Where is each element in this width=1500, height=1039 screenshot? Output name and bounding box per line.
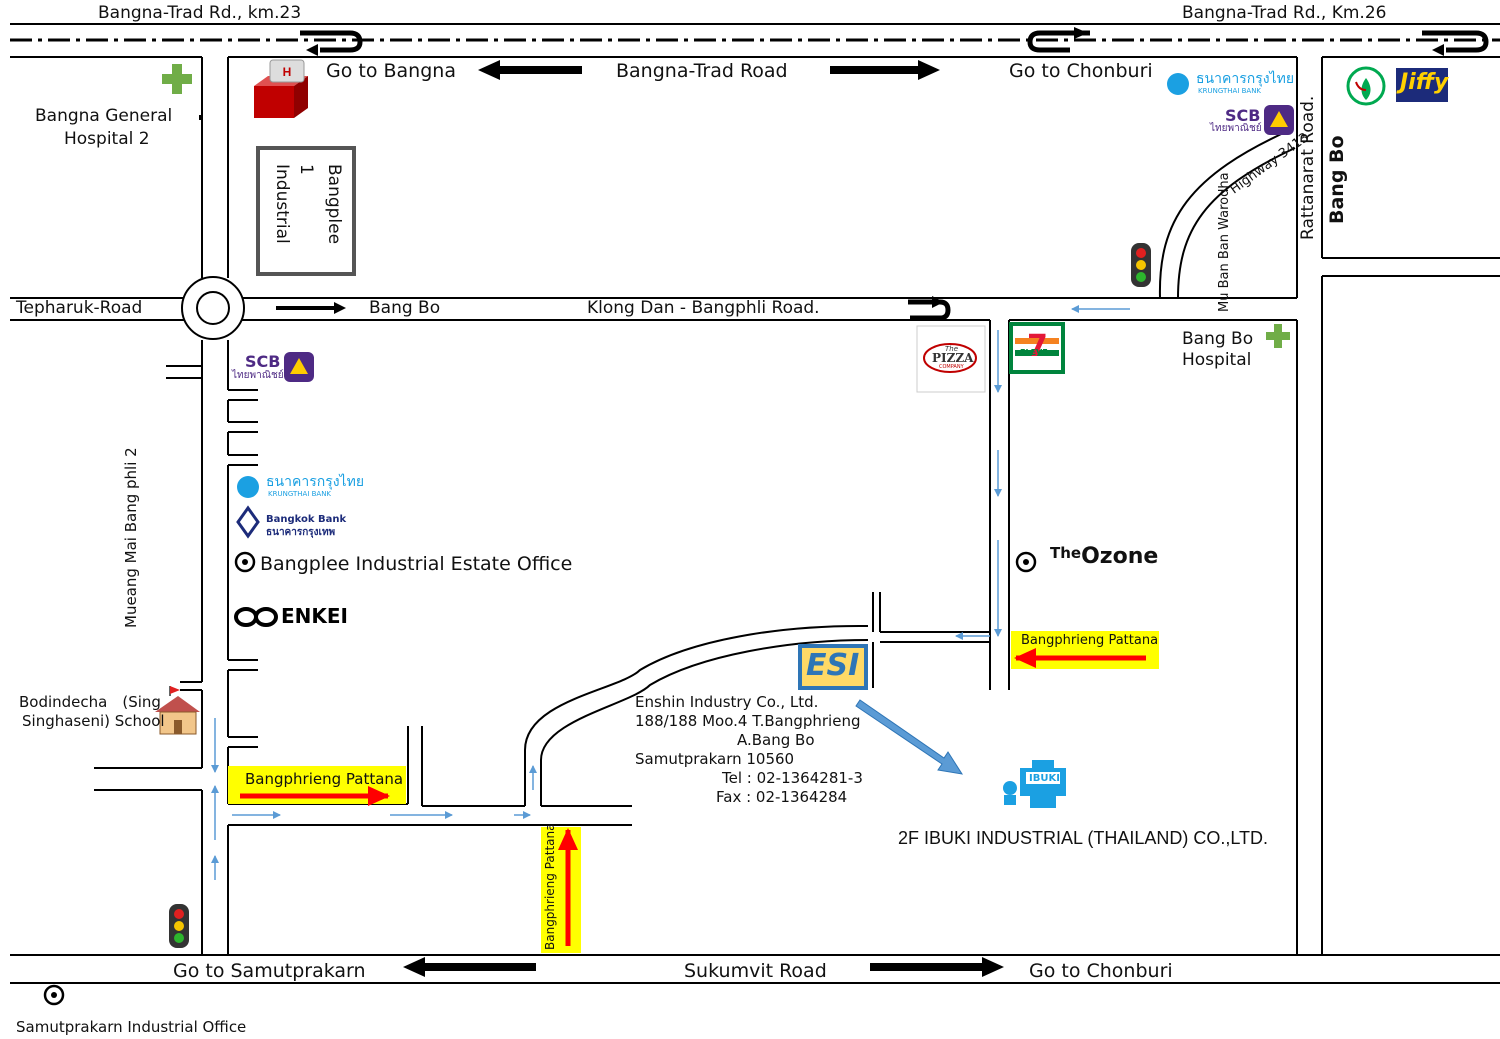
kasikorn-logo-icon xyxy=(1346,66,1386,106)
seven-eleven-number: 7 xyxy=(1027,329,1048,364)
go-to-bangna-label: Go to Bangna xyxy=(326,60,456,82)
scb-thai-text-right: ไทยพาณิชย์ xyxy=(1210,123,1262,134)
route-arrow-icon xyxy=(240,648,1146,946)
flow-arrow-icon xyxy=(211,305,1130,880)
scb-logo-icon xyxy=(284,105,1294,382)
bbl-thai-text: ธนาคารกรุงเทพ xyxy=(266,527,336,538)
jiffy-logo-text: Jiffy xyxy=(1400,70,1449,95)
go-to-chonburi-top-label: Go to Chonburi xyxy=(1009,60,1153,82)
honda-logo-icon: H xyxy=(254,59,308,118)
samutprakarn-office-label: Samutprakarn Industrial Office xyxy=(16,1018,247,1036)
ktb-thai-text-left: ธนาคารกรุงไทย xyxy=(266,474,365,490)
ozone-prefix: The xyxy=(1050,544,1082,562)
roundabout-icon xyxy=(181,276,245,340)
sukumvit-road-lines xyxy=(10,954,1500,984)
bang-bo-middle-label: Bang Bo xyxy=(369,298,441,318)
bang-bo-hospital-label-line2: Hospital xyxy=(1182,350,1252,370)
ibuki-robot-icon xyxy=(1003,760,1066,808)
address-line1: 188/188 Moo.4 T.Bangphrieng xyxy=(635,712,861,730)
bangplee-estate-office-label: Bangplee Industrial Estate Office xyxy=(260,553,573,575)
school-house-icon xyxy=(155,686,200,735)
company-name: Enshin Industry Co., Ltd. xyxy=(635,693,819,711)
seven-eleven-text: ELEVEn xyxy=(1020,348,1054,357)
bangphrieng-vertical-label: Bangphrieng Pattana xyxy=(543,823,557,951)
bangna-trad-km23-label: Bangna-Trad Rd., km.23 xyxy=(98,3,302,23)
school-label-line1: Bodindecha (Sing xyxy=(19,693,161,711)
klong-dan-road-label: Klong Dan - Bangphli Road. xyxy=(587,298,820,318)
hospital-cross-icon xyxy=(162,64,1290,348)
bangna-hospital-label-line2: Hospital 2 xyxy=(64,129,150,149)
bangna-trad-km26-label: Bangna-Trad Rd., Km.26 xyxy=(1182,3,1387,23)
address-line2: A.Bang Bo xyxy=(737,731,815,749)
mu-ban-road-label: Mu Ban Ban Warodha xyxy=(1217,172,1232,312)
address-line3: Samutprakarn 10560 xyxy=(635,750,795,768)
ozone-road-lines xyxy=(989,320,1010,690)
ozone-name: Ozone xyxy=(1081,544,1159,569)
tepharuk-road-label: Tepharuk-Road xyxy=(16,298,143,318)
scb-logo-text-right: SCB xyxy=(1225,106,1261,125)
direction-arrow-icon xyxy=(276,60,1004,977)
rattanarat-road-lines xyxy=(1296,57,1500,955)
bangna-trad-road-lines xyxy=(10,23,1500,58)
seven-eleven-logo-icon xyxy=(1009,322,1065,374)
ktb-en-text-top: KRUNGTHAI BANK xyxy=(1198,87,1262,95)
jiffy-logo-icon xyxy=(1396,68,1448,102)
bangphrieng-left-label: Bangphrieng Pattana xyxy=(245,770,404,788)
location-target-icon xyxy=(43,551,1037,1006)
bangphrieng-right-label: Bangphrieng Pattana xyxy=(1021,633,1159,648)
go-to-samutprakarn-label: Go to Samutprakarn xyxy=(173,960,366,982)
mueang-mai-road-label: Mueang Mai Bang phli 2 xyxy=(122,447,140,628)
ibuki-logo-text: IBUKI xyxy=(1029,773,1060,784)
bang-bo-right-label: Bang Bo xyxy=(1326,135,1348,224)
bbl-logo-icon xyxy=(236,505,260,539)
school-label-line2: Singhaseni) School xyxy=(22,712,165,730)
bangna-trad-road-label: Bangna-Trad Road xyxy=(616,60,788,82)
klong-dan-road-lines xyxy=(10,297,1297,321)
bangplee-industrial-label-line2: 1 xyxy=(296,164,316,175)
pizza-company-logo-icon xyxy=(916,325,986,393)
ozone-label: TheOzone xyxy=(1050,546,1158,568)
ktb-thai-text-top: ธนาคารกรุงไทย xyxy=(1196,71,1295,87)
bangplee-industrial-label-line3: Industrial xyxy=(272,164,292,244)
svg-text:H: H xyxy=(283,65,292,79)
rattanarat-road-label: Rattanarat Road. xyxy=(1298,95,1318,240)
traffic-light-icon xyxy=(169,243,1151,948)
mueang-mai-road-lines xyxy=(94,57,258,955)
u-turn-icon xyxy=(300,27,1489,321)
ibuki-company-label: 2F IBUKI INDUSTRIAL (THAILAND) CO.,LTD. xyxy=(898,828,1269,848)
pizza-the-text: The xyxy=(945,345,959,353)
enkei-logo-text: ENKEI xyxy=(281,604,349,628)
esi-logo-text: ESI xyxy=(806,648,860,683)
highway-3413-lines xyxy=(1158,129,1296,299)
esi-logo-icon xyxy=(798,644,868,690)
pizza-text: PIZZA xyxy=(932,351,974,365)
tel-label: Tel : 02-1364281-3 xyxy=(722,769,863,787)
bangplee-industrial-label-line1: Bangplee xyxy=(324,164,344,245)
pizza-sub-text: COMPANY xyxy=(939,364,964,370)
ktb-en-text-left: KRUNGTHAI BANK xyxy=(268,490,332,498)
enkei-logo-icon xyxy=(234,607,278,627)
fax-label: Fax : 02-1364284 xyxy=(716,788,848,806)
sukumvit-road-label: Sukumvit Road xyxy=(684,960,827,982)
bangna-hospital-label-line1: Bangna General xyxy=(35,106,173,126)
go-to-chonburi-bottom-label: Go to Chonburi xyxy=(1029,960,1173,982)
ktb-logo-icon xyxy=(237,73,1189,498)
destination-pointer-arrow xyxy=(855,699,964,775)
scb-thai-text-left: ไทยพาณิชย์ xyxy=(232,370,284,381)
bangplee-industrial-box xyxy=(256,146,356,276)
bang-bo-hospital-label-line1: Bang Bo xyxy=(1182,329,1254,349)
bbl-en-text: Bangkok Bank xyxy=(266,514,347,525)
esi-access-road xyxy=(524,592,990,806)
scb-logo-text-left: SCB xyxy=(245,352,281,371)
